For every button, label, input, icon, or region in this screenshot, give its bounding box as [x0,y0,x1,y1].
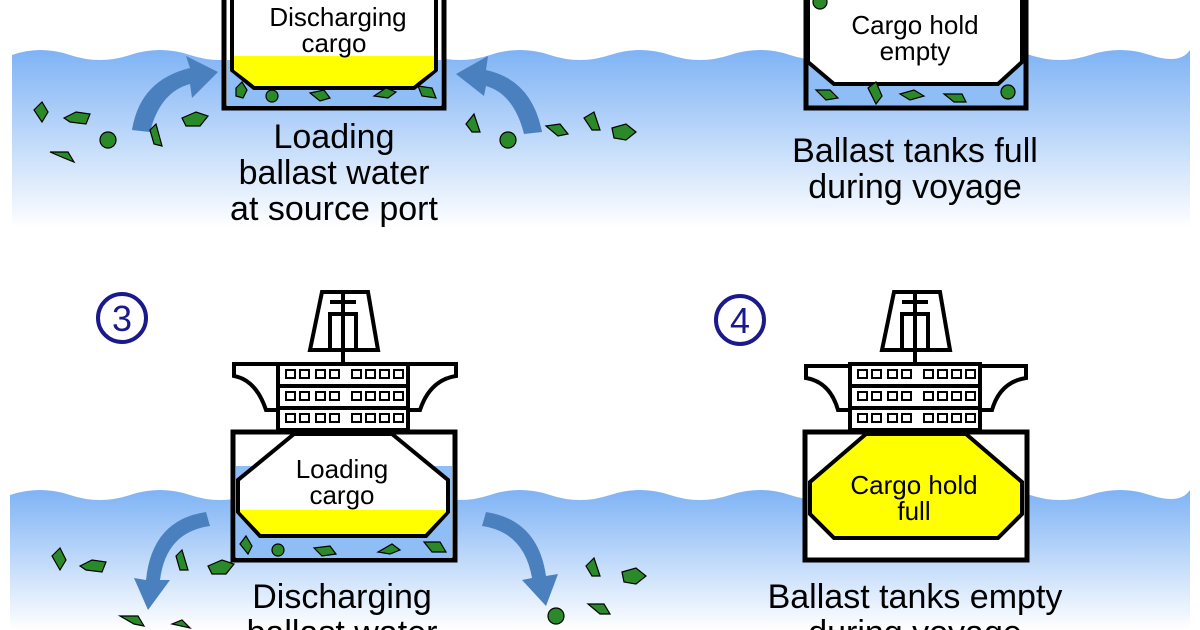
hold-label-line2: full [897,496,930,526]
ship-windows [857,369,976,423]
cargo-fill [234,56,434,86]
cargo-hold [808,432,1024,540]
caption-line1: Loading [273,118,394,156]
panel-loading-ballast: Discharging cargo Loading [33,0,637,228]
sea-organisms [33,101,637,164]
tank-organisms [239,534,448,557]
panel-discharging-ballast: 3 Loading cargo [51,290,647,630]
caption-line3: at source port [230,190,438,228]
panel-ballast-full: Cargo hold empty Ballast tanks full duri… [792,0,1038,206]
outflow-arrow-left [134,512,210,610]
step-number-circle [96,292,148,344]
hold-label-line2: empty [880,36,951,66]
tank-organisms [812,0,1016,106]
hold-label-line1: Discharging [269,2,406,32]
panel-ballast-empty: 4 Cargo hold full Ballast tanks empty du… [714,290,1063,630]
tank-organisms [235,81,437,103]
hold-label-line1: Cargo hold [850,470,977,500]
step-number: 4 [730,300,750,341]
inflow-arrow-right [456,56,542,134]
caption-line2: ballast water [247,614,438,630]
sea-organisms [51,546,647,630]
caption-line1: Discharging [252,578,432,616]
hold-label-line2: cargo [309,480,374,510]
caption-line2: during voyage [808,614,1022,630]
cargo-fill [240,510,446,534]
ship-superstructure [804,290,1028,432]
hold-label-line1: Cargo hold [851,10,978,40]
caption-line2: during voyage [808,168,1022,206]
ship-superstructure [232,290,458,432]
outflow-arrow-right [482,512,558,606]
caption-line1: Ballast tanks empty [768,578,1063,616]
ship-windows [285,369,404,423]
hold-label-line2: cargo [301,28,366,58]
hold-label-line1: Loading [296,454,389,484]
step-number: 3 [112,298,132,339]
caption-line1: Ballast tanks full [792,132,1038,170]
inflow-arrow-left [132,56,218,132]
step-number-circle [714,294,766,346]
cargo-hold [806,0,1024,86]
caption-line2: ballast water [239,154,430,192]
